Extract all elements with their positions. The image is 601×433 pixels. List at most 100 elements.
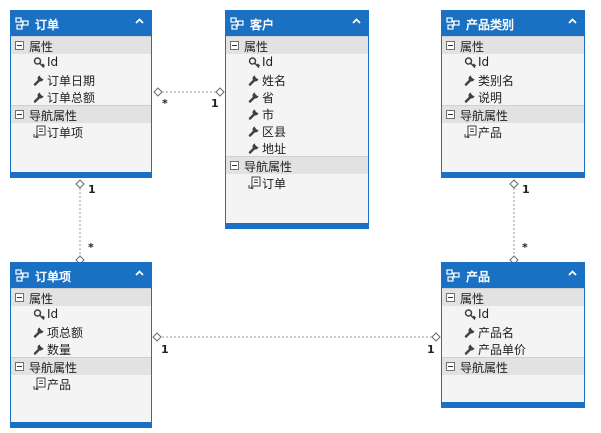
multiplicity-label: 1: [88, 183, 96, 196]
navigation-property-row[interactable]: 订单: [226, 174, 368, 191]
property-name: 市: [262, 108, 275, 122]
wrench-icon: [248, 143, 259, 154]
property-row[interactable]: Id: [226, 54, 368, 71]
entity-title: 产品: [466, 270, 491, 284]
section-label: 导航属性: [29, 109, 78, 123]
property-name: Id: [478, 55, 490, 69]
navigation-property-name: 产品: [47, 378, 72, 392]
property-row[interactable]: 区县: [226, 122, 368, 139]
entity-icon: [446, 269, 460, 282]
property-row[interactable]: 数量: [11, 340, 151, 357]
association-end-diamond: [215, 87, 225, 97]
navigation-property-row[interactable]: 产品: [11, 375, 151, 392]
property-row[interactable]: 市: [226, 105, 368, 122]
property-row[interactable]: 说明: [442, 88, 584, 105]
collapse-chevron-icon[interactable]: [352, 18, 361, 24]
section-label: 属性: [29, 40, 54, 54]
property-row[interactable]: Id: [442, 306, 584, 323]
property-name: 说明: [478, 91, 503, 105]
entity-header[interactable]: 产品: [442, 263, 584, 288]
property-row[interactable]: 订单日期: [11, 71, 151, 88]
property-row[interactable]: 省: [226, 88, 368, 105]
association-end-diamond: [75, 179, 85, 189]
wrench-icon: [464, 344, 475, 355]
properties-section-header[interactable]: 属性: [442, 36, 584, 54]
collapse-chevron-icon[interactable]: [568, 18, 577, 24]
wrench-icon: [464, 92, 475, 103]
collapse-minus-icon[interactable]: [15, 41, 24, 50]
association-end-diamond: [431, 332, 441, 342]
section-label: 属性: [244, 40, 269, 54]
property-name: 省: [262, 91, 275, 105]
navigation-property-row[interactable]: 产品: [442, 123, 584, 140]
multiplicity-label: 1: [522, 183, 530, 196]
key-icon: [33, 309, 46, 321]
property-name: 类别名: [478, 74, 515, 88]
navigation-properties-section-header[interactable]: 导航属性: [442, 357, 584, 375]
collapse-chevron-icon[interactable]: [568, 270, 577, 276]
multiplicity-label: *: [162, 97, 168, 110]
property-row[interactable]: 类别名: [442, 71, 584, 88]
multiplicity-label: *: [522, 241, 528, 254]
property-name: 产品名: [478, 326, 515, 340]
wrench-icon: [248, 75, 259, 86]
entity-title: 产品类别: [466, 18, 515, 32]
property-row[interactable]: Id: [11, 306, 151, 323]
wrench-icon: [248, 92, 259, 103]
collapse-minus-icon[interactable]: [15, 110, 24, 119]
collapse-minus-icon[interactable]: [230, 41, 239, 50]
property-name: 姓名: [262, 74, 287, 88]
navigation-properties-section-header[interactable]: 导航属性: [442, 105, 584, 123]
navigation-property-name: 订单项: [47, 126, 84, 140]
navigation-property-row[interactable]: 订单项: [11, 123, 151, 140]
property-row[interactable]: 姓名: [226, 71, 368, 88]
collapse-minus-icon[interactable]: [446, 362, 455, 371]
collapse-minus-icon[interactable]: [446, 110, 455, 119]
properties-section-header[interactable]: 属性: [11, 36, 151, 54]
properties-section-header[interactable]: 属性: [442, 288, 584, 306]
section-label: 属性: [460, 292, 485, 306]
property-row[interactable]: 订单总额: [11, 88, 151, 105]
collapse-chevron-icon[interactable]: [135, 18, 144, 24]
collapse-minus-icon[interactable]: [446, 293, 455, 302]
navigation-properties-section-header[interactable]: 导航属性: [226, 156, 368, 174]
navigation-properties-section-header[interactable]: 导航属性: [11, 105, 151, 123]
properties-section-header[interactable]: 属性: [11, 288, 151, 306]
property-row[interactable]: 产品单价: [442, 340, 584, 357]
entity-header[interactable]: 订单: [11, 11, 151, 36]
entity-header[interactable]: 产品类别: [442, 11, 584, 36]
property-name: Id: [47, 55, 59, 69]
association-end-diamond: [152, 332, 162, 342]
key-icon: [33, 57, 46, 69]
property-row[interactable]: 项总额: [11, 323, 151, 340]
property-row[interactable]: Id: [11, 54, 151, 71]
collapse-minus-icon[interactable]: [446, 41, 455, 50]
entity-icon: [15, 17, 29, 30]
property-name: 订单总额: [47, 91, 96, 105]
entity-header[interactable]: 订单项: [11, 263, 151, 288]
association-end-diamond: [153, 87, 163, 97]
wrench-icon: [33, 344, 44, 355]
collapse-minus-icon[interactable]: [230, 161, 239, 170]
collapse-chevron-icon[interactable]: [135, 270, 144, 276]
collapse-minus-icon[interactable]: [15, 362, 24, 371]
property-name: 区县: [262, 125, 287, 139]
section-label: 属性: [29, 292, 54, 306]
entity-title: 订单: [35, 18, 60, 32]
entity-icon: [230, 17, 244, 30]
navigation-properties-section-header[interactable]: 导航属性: [11, 357, 151, 375]
properties-section-header[interactable]: 属性: [226, 36, 368, 54]
entity-icon: [446, 17, 460, 30]
property-row[interactable]: 地址: [226, 139, 368, 156]
property-row[interactable]: Id: [442, 54, 584, 71]
property-row[interactable]: 产品名: [442, 323, 584, 340]
collapse-minus-icon[interactable]: [15, 293, 24, 302]
entity-header[interactable]: 客户: [226, 11, 368, 36]
property-name: 数量: [47, 343, 72, 357]
section-label: 导航属性: [460, 361, 509, 375]
